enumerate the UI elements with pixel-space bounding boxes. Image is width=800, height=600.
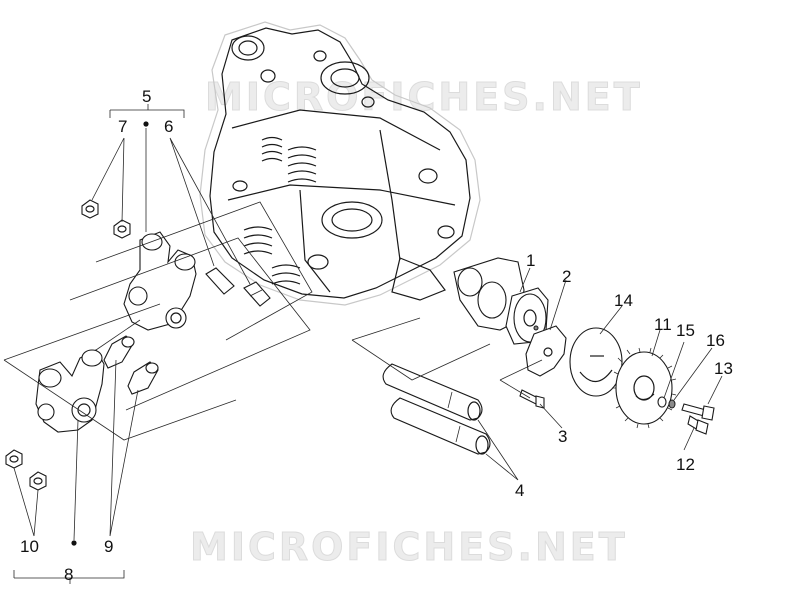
callout-1: 1 — [526, 251, 535, 270]
bolt-12 — [687, 415, 709, 435]
nut-lower-right — [29, 471, 47, 491]
rocker-arm-lower — [35, 349, 105, 433]
callout-16: 16 — [706, 331, 725, 350]
nut-upper-right — [113, 219, 131, 239]
callout-12: 12 — [676, 455, 695, 474]
pins-lower — [103, 335, 159, 395]
callout-14: 14 — [614, 291, 633, 310]
callout-10: 10 — [20, 537, 39, 556]
watermark-top: MICROFICHES.NET — [205, 75, 643, 119]
leader-lines — [3, 104, 723, 584]
rocker-shafts — [382, 363, 491, 455]
callout-9: 9 — [104, 537, 113, 556]
callout-labels: 1 2 3 4 5 6 7 8 9 10 11 12 13 14 15 16 — [20, 87, 733, 584]
callout-13: 13 — [714, 359, 733, 378]
washer-16 — [668, 399, 676, 409]
callout-8: 8 — [64, 565, 73, 584]
bolt-3 — [519, 389, 545, 409]
valve-springs — [243, 136, 317, 285]
rocker-arm-upper — [123, 231, 197, 331]
nut-upper-left — [81, 199, 99, 219]
watermark-bottom: MICROFICHES.NET — [190, 525, 628, 569]
callout-4: 4 — [515, 481, 524, 500]
callout-6: 6 — [164, 117, 173, 136]
washer-15 — [657, 396, 667, 408]
nut-lower-left — [5, 449, 23, 469]
callout-11: 11 — [654, 315, 672, 334]
cylinder-head — [199, 21, 481, 306]
callout-3: 3 — [558, 427, 567, 446]
callout-7: 7 — [118, 117, 127, 136]
bolt-13 — [681, 403, 715, 421]
camshaft-sprocket — [612, 347, 677, 429]
callout-2: 2 — [562, 267, 571, 286]
adjusting-screws-upper — [205, 267, 271, 307]
camshaft — [453, 257, 549, 345]
decompressor-plate — [525, 325, 567, 377]
callout-5: 5 — [142, 87, 151, 106]
callout-15: 15 — [676, 321, 695, 340]
sensor-disc — [569, 327, 623, 397]
